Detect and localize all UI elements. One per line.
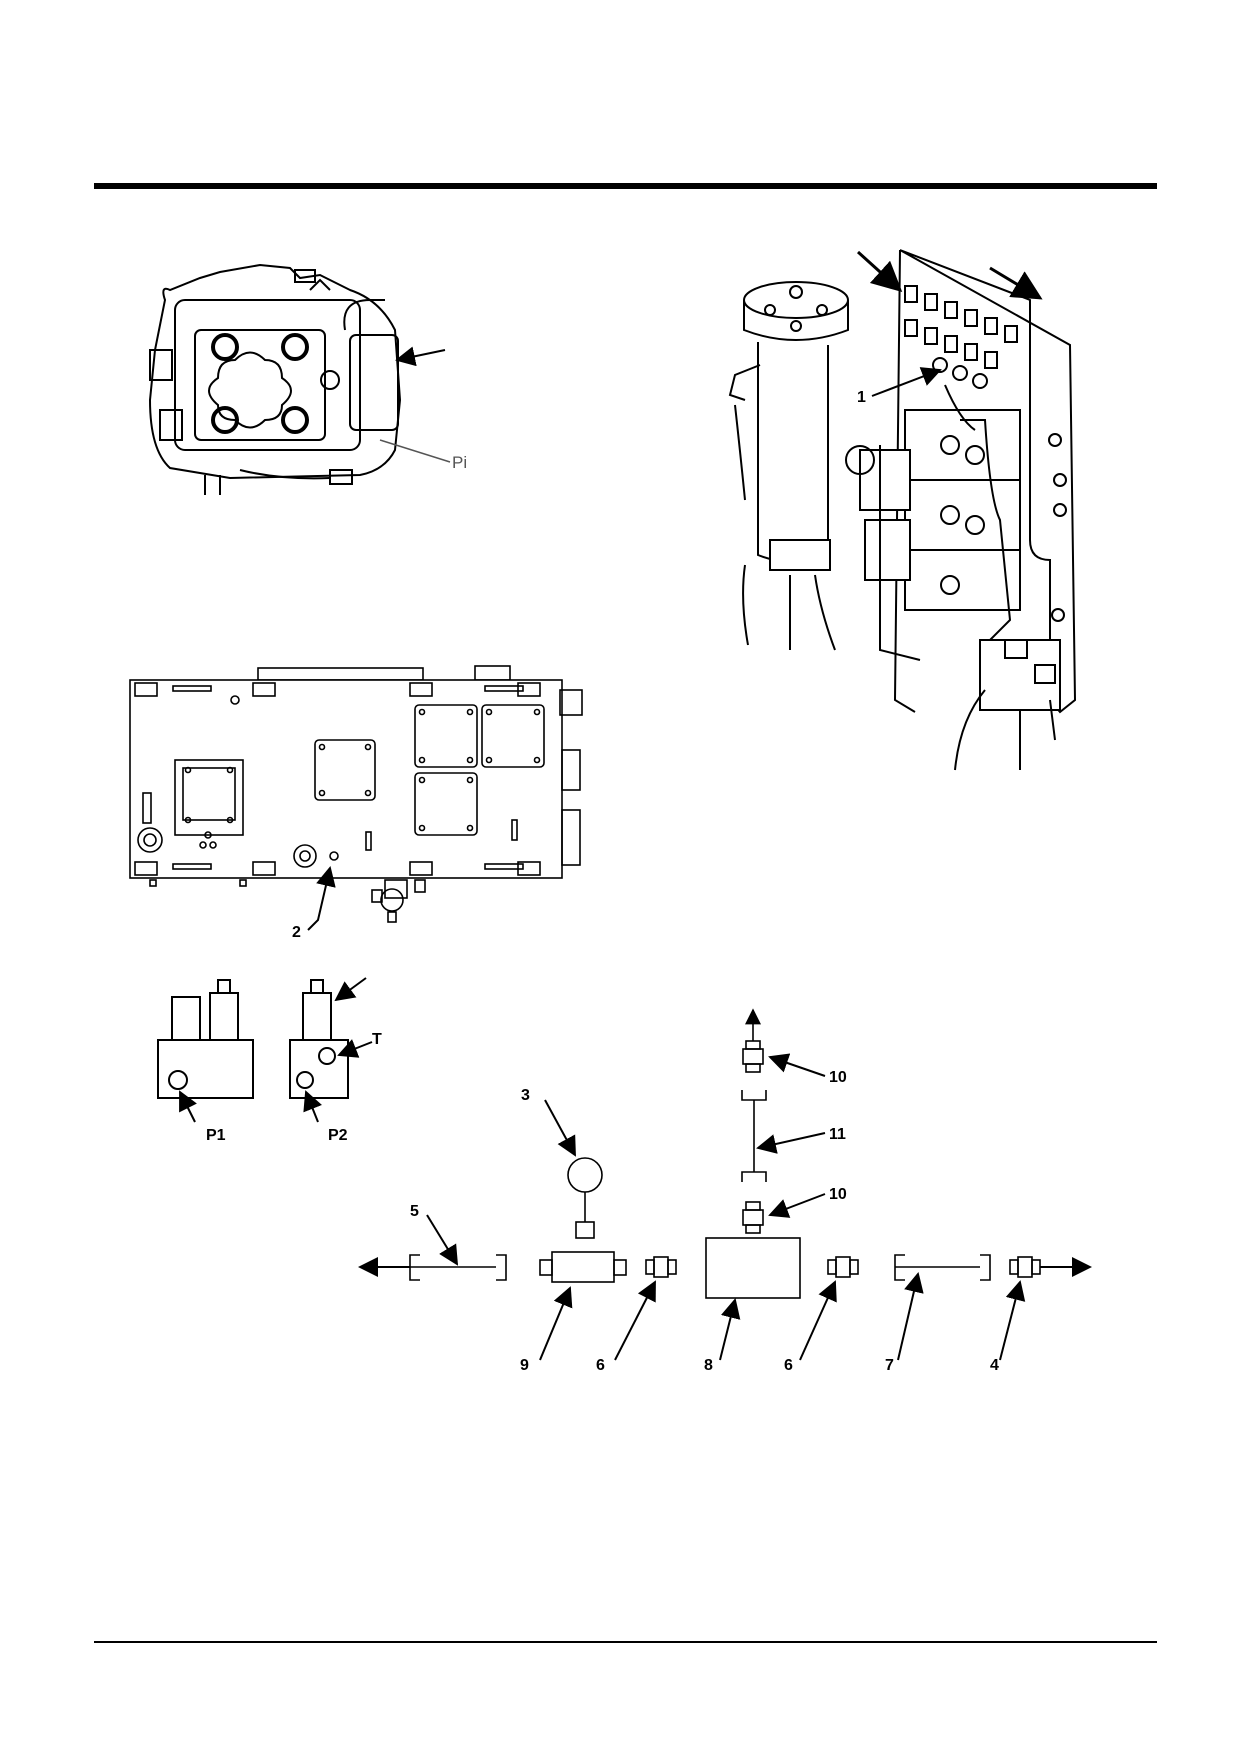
callout-10-bottom: 10 xyxy=(829,1186,847,1203)
pump-illustration xyxy=(148,263,402,495)
callout-1: 1 xyxy=(857,389,866,406)
filter-and-valve-panel xyxy=(728,249,1077,771)
port-label-t: T xyxy=(372,1031,382,1048)
callout-4: 4 xyxy=(990,1357,999,1374)
callout-9: 9 xyxy=(520,1357,529,1374)
header-rule xyxy=(94,183,1157,189)
footer-rule xyxy=(94,1641,1157,1643)
callout-8: 8 xyxy=(704,1357,713,1374)
callout-6-left: 6 xyxy=(596,1357,605,1374)
callout-10-top: 10 xyxy=(829,1069,847,1086)
test-circuit-schematic xyxy=(409,1008,1041,1299)
callout-5: 5 xyxy=(410,1203,419,1220)
port-label-p2: P2 xyxy=(328,1127,348,1144)
port-label-p1: P1 xyxy=(206,1127,226,1144)
callout-7: 7 xyxy=(885,1357,894,1374)
control-valve-plate xyxy=(129,665,583,923)
pump-port-label: Pi xyxy=(452,453,467,472)
callout-2: 2 xyxy=(292,924,301,941)
valve-block-p1 xyxy=(157,979,254,1099)
callout-11: 11 xyxy=(829,1126,846,1143)
callout-6-right: 6 xyxy=(784,1357,793,1374)
callout-3: 3 xyxy=(521,1087,530,1104)
